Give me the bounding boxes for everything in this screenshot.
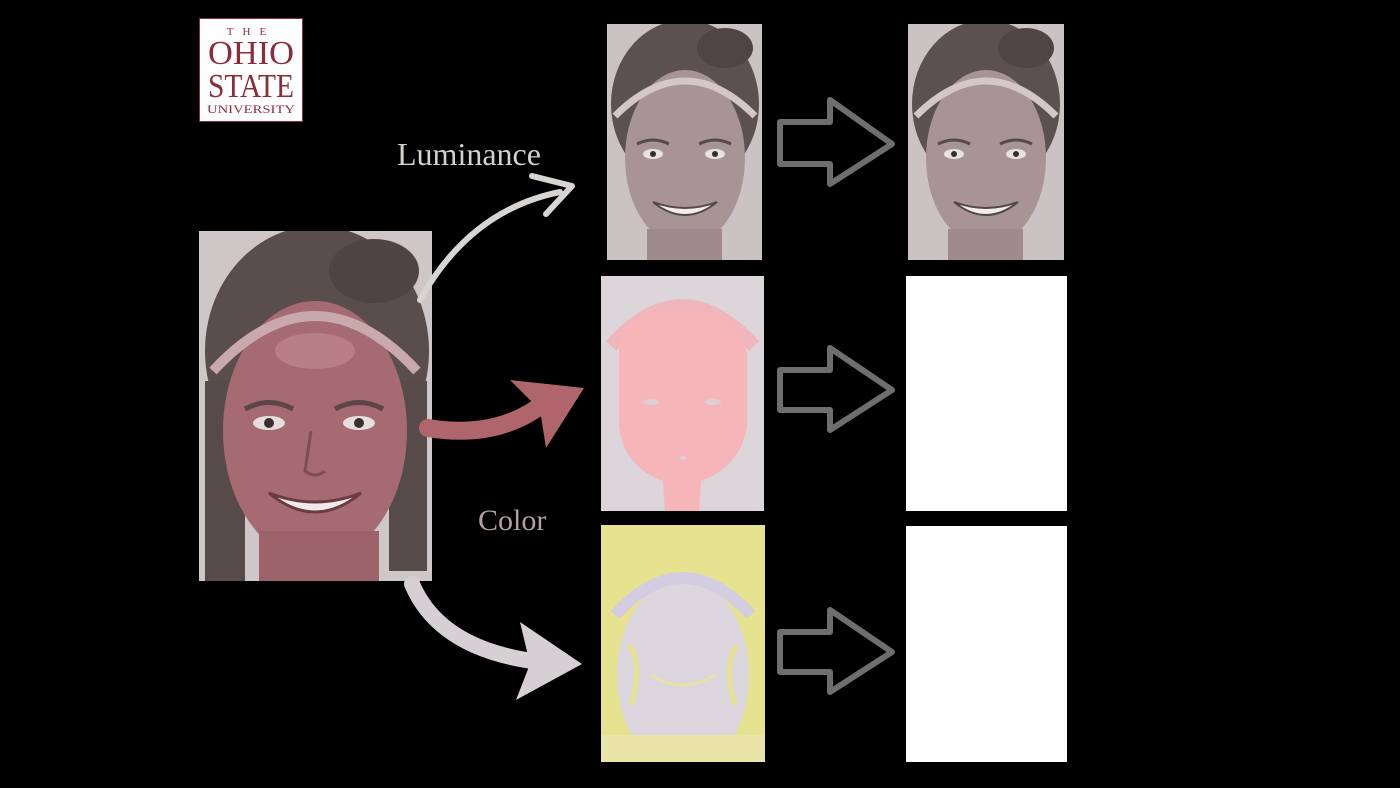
luminance-output-image xyxy=(908,24,1064,260)
luminance-channel-image xyxy=(607,24,762,260)
logo-line-state: STATE xyxy=(208,68,294,105)
color-b-output-panel xyxy=(906,526,1067,762)
luminance-label: Luminance xyxy=(397,136,541,172)
pipeline-arrow-1-icon xyxy=(777,97,895,187)
source-face-photo xyxy=(199,231,432,581)
color-channel-b-image xyxy=(601,525,765,762)
pipeline-arrow-2-icon xyxy=(777,345,895,433)
logo-line-ohio: OHIO xyxy=(208,35,294,72)
color-channel-a-image xyxy=(601,276,764,511)
color-b-curved-arrow-icon xyxy=(404,576,582,700)
color-a-curved-arrow-icon xyxy=(419,380,584,448)
color-a-output-panel xyxy=(906,276,1067,511)
logo-line-university: UNIVERSITY xyxy=(207,102,295,116)
pipeline-arrow-3-icon xyxy=(777,607,895,695)
luminance-curved-arrow-icon xyxy=(417,173,575,303)
ohio-state-logo: THE OHIO STATE UNIVERSITY xyxy=(199,18,303,122)
logo-line-the: THE xyxy=(227,26,275,38)
color-label: Color xyxy=(478,504,547,537)
